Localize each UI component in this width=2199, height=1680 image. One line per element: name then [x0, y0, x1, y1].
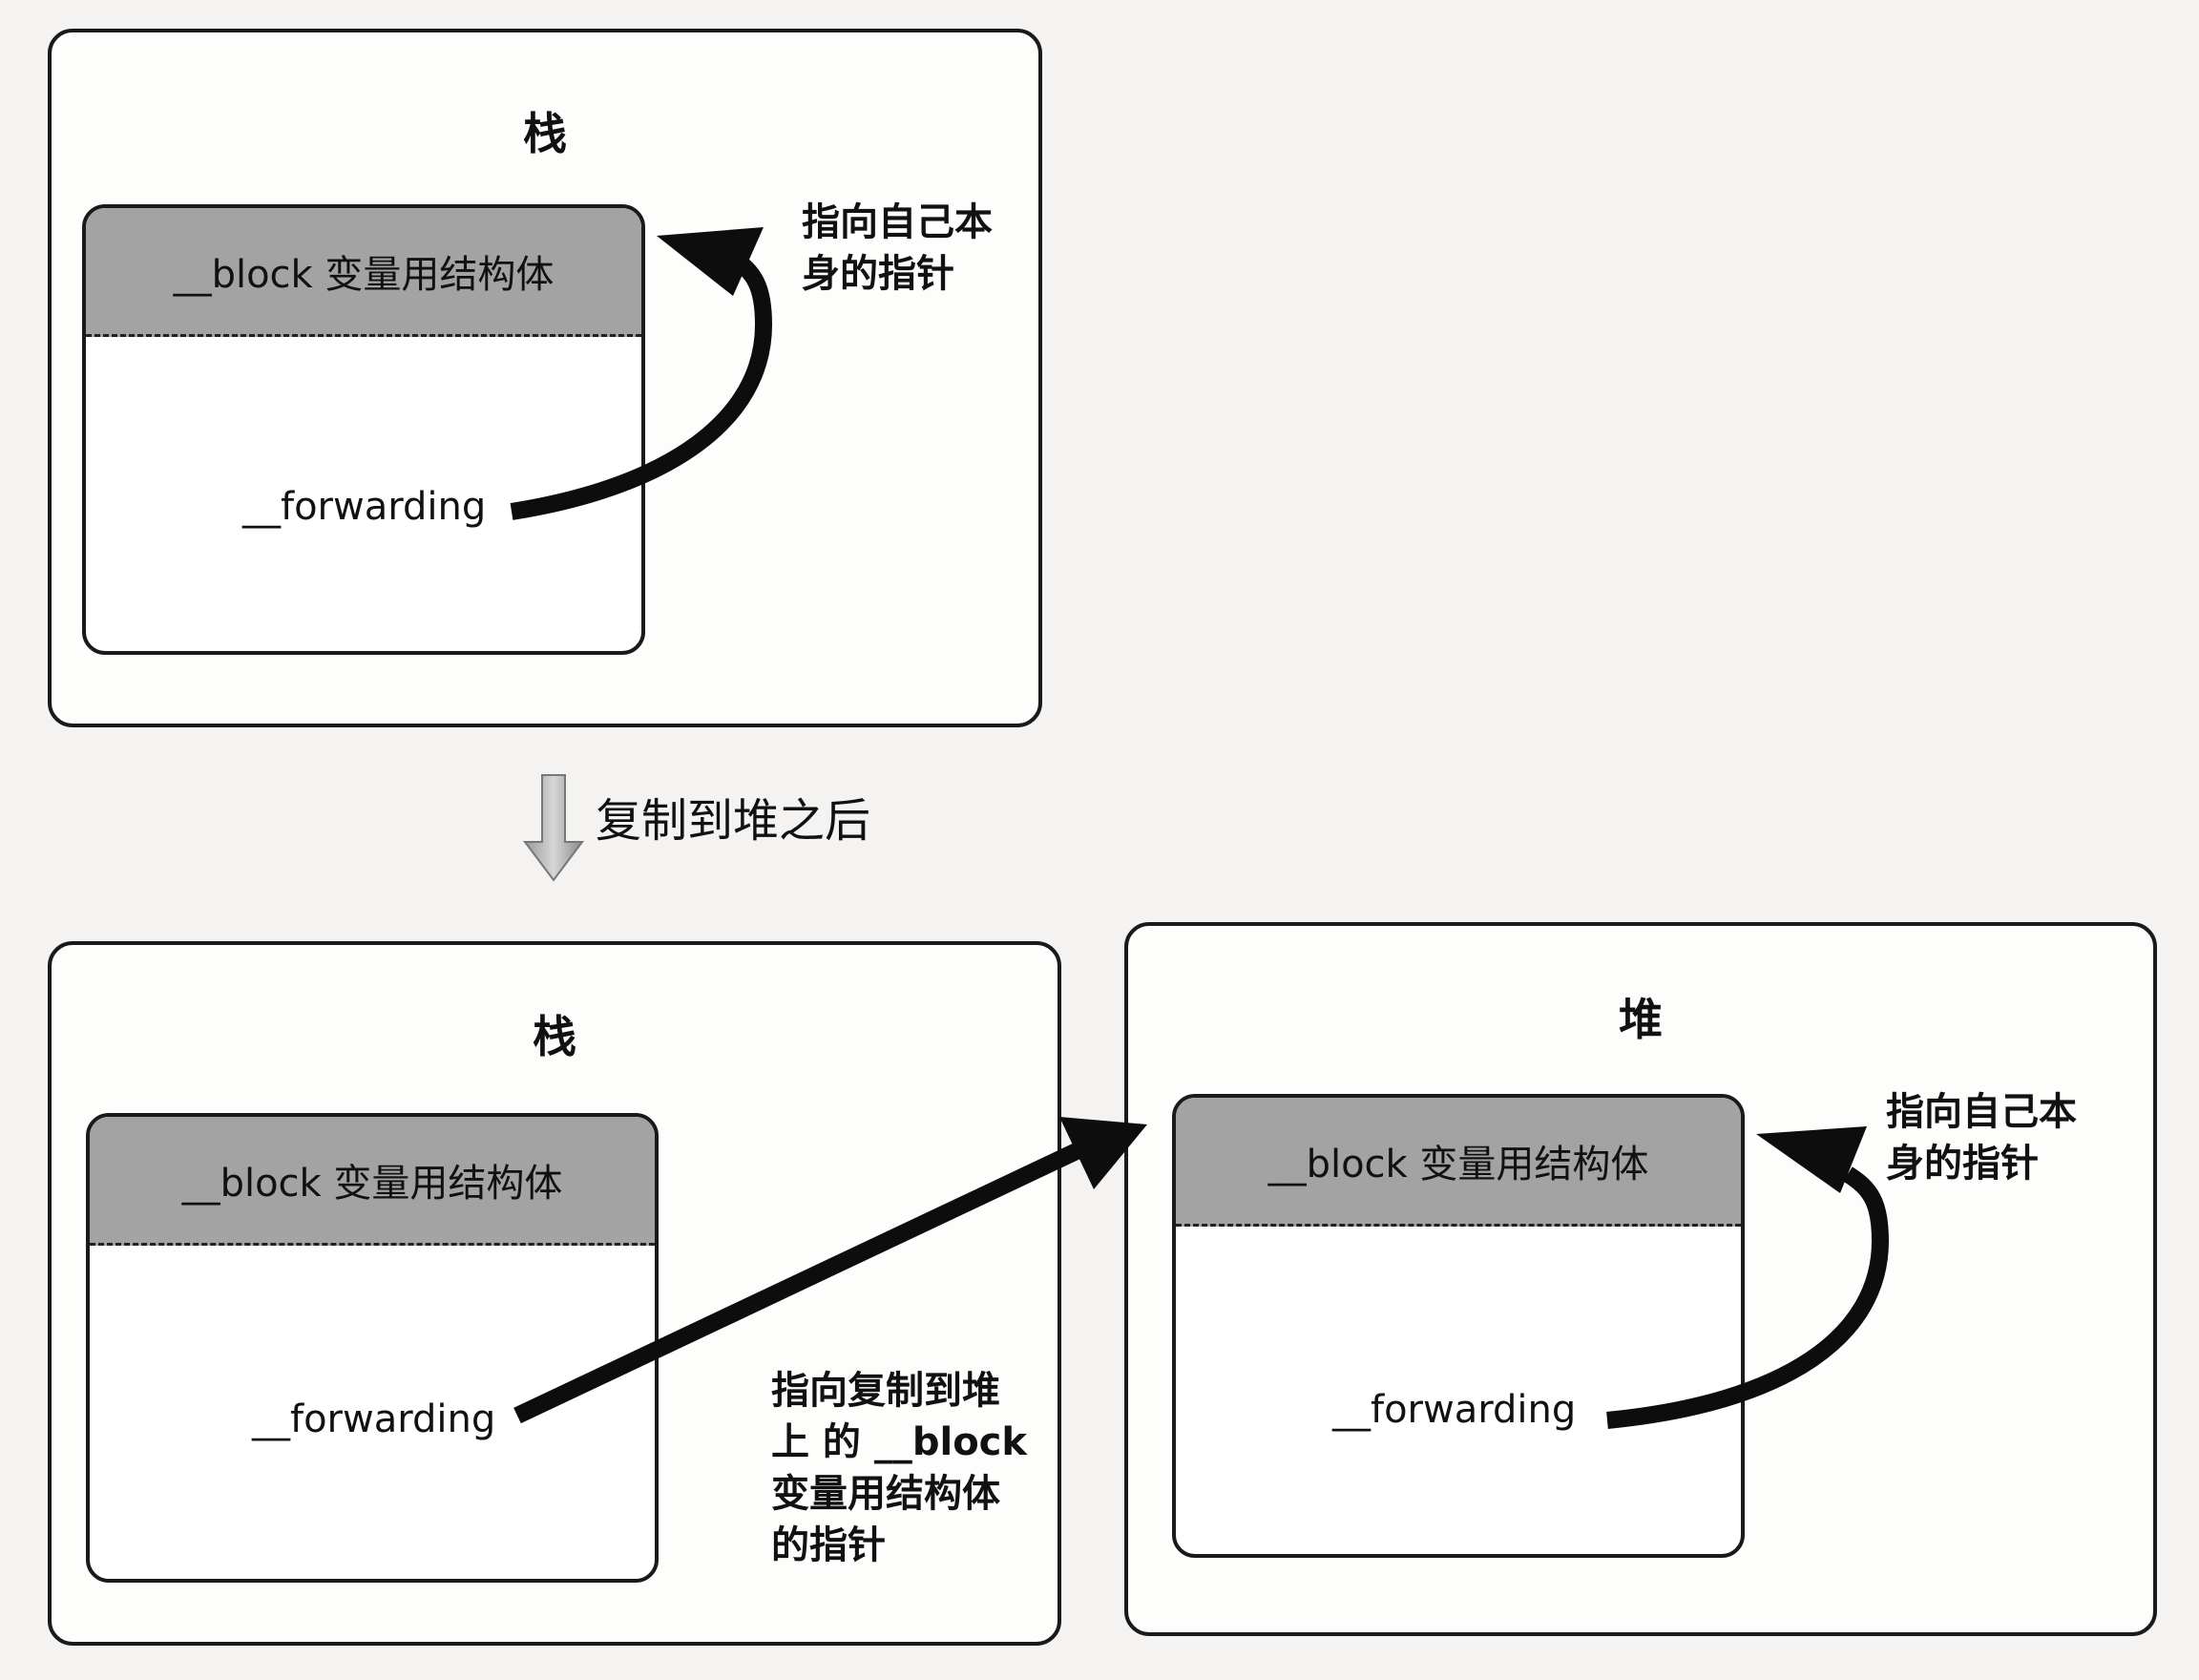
struct-header: __block 变量用结构体 — [1176, 1098, 1741, 1227]
note-line: 指向自己本 — [1886, 1090, 2077, 1134]
down-arrow-icon — [523, 774, 584, 882]
block-variable-struct: __block 变量用结构体 — [1172, 1094, 1745, 1558]
forwarding-field: __forwarding — [252, 1397, 496, 1441]
self-pointer-arrow-top — [510, 227, 773, 520]
block-variable-struct: __block 变量用结构体 — [82, 204, 645, 655]
panel-title-stack: 栈 — [523, 108, 567, 159]
self-pointer-arrow-heap — [1606, 1126, 1890, 1429]
forwarding-to-heap-arrow — [513, 1117, 1147, 1424]
struct-header: __block 变量用结构体 — [86, 208, 641, 337]
note-line: 身的指针 — [1886, 1142, 2039, 1186]
panel-title-heap: 堆 — [1619, 994, 1663, 1045]
note-line: 身的指针 — [802, 252, 954, 296]
note-line: 上 的 __block — [771, 1420, 1027, 1464]
note-line: 指向自己本 — [802, 200, 993, 244]
stack-panel-after-copy: 栈 __block 变量用结构体 __forwarding 指向复制到堆 上 的… — [48, 941, 1061, 1646]
note-points-to-self: 指向自己本 身的指针 — [802, 197, 993, 300]
panel-title-stack: 栈 — [533, 1011, 576, 1062]
stack-panel-before-copy: 栈 __block 变量用结构体 __forwarding 指向自己本 身的指针 — [48, 29, 1042, 727]
struct-header: __block 变量用结构体 — [90, 1117, 655, 1246]
forwarding-field: __forwarding — [1332, 1388, 1577, 1432]
note-line: 变量用结构体 — [771, 1472, 1000, 1516]
note-points-to-heap-copy: 指向复制到堆 上 的 __block 变量用结构体 的指针 — [771, 1365, 1027, 1571]
heap-panel: 堆 __block 变量用结构体 __forwarding 指向自己本 身的指针 — [1124, 922, 2157, 1636]
note-line: 指向复制到堆 — [771, 1369, 1000, 1413]
block-variable-struct: __block 变量用结构体 — [86, 1113, 659, 1583]
note-points-to-self: 指向自己本 身的指针 — [1886, 1086, 2077, 1189]
note-line: 的指针 — [771, 1523, 886, 1567]
forwarding-field: __forwarding — [242, 485, 487, 529]
copy-to-heap-label: 复制到堆之后 — [596, 794, 871, 848]
